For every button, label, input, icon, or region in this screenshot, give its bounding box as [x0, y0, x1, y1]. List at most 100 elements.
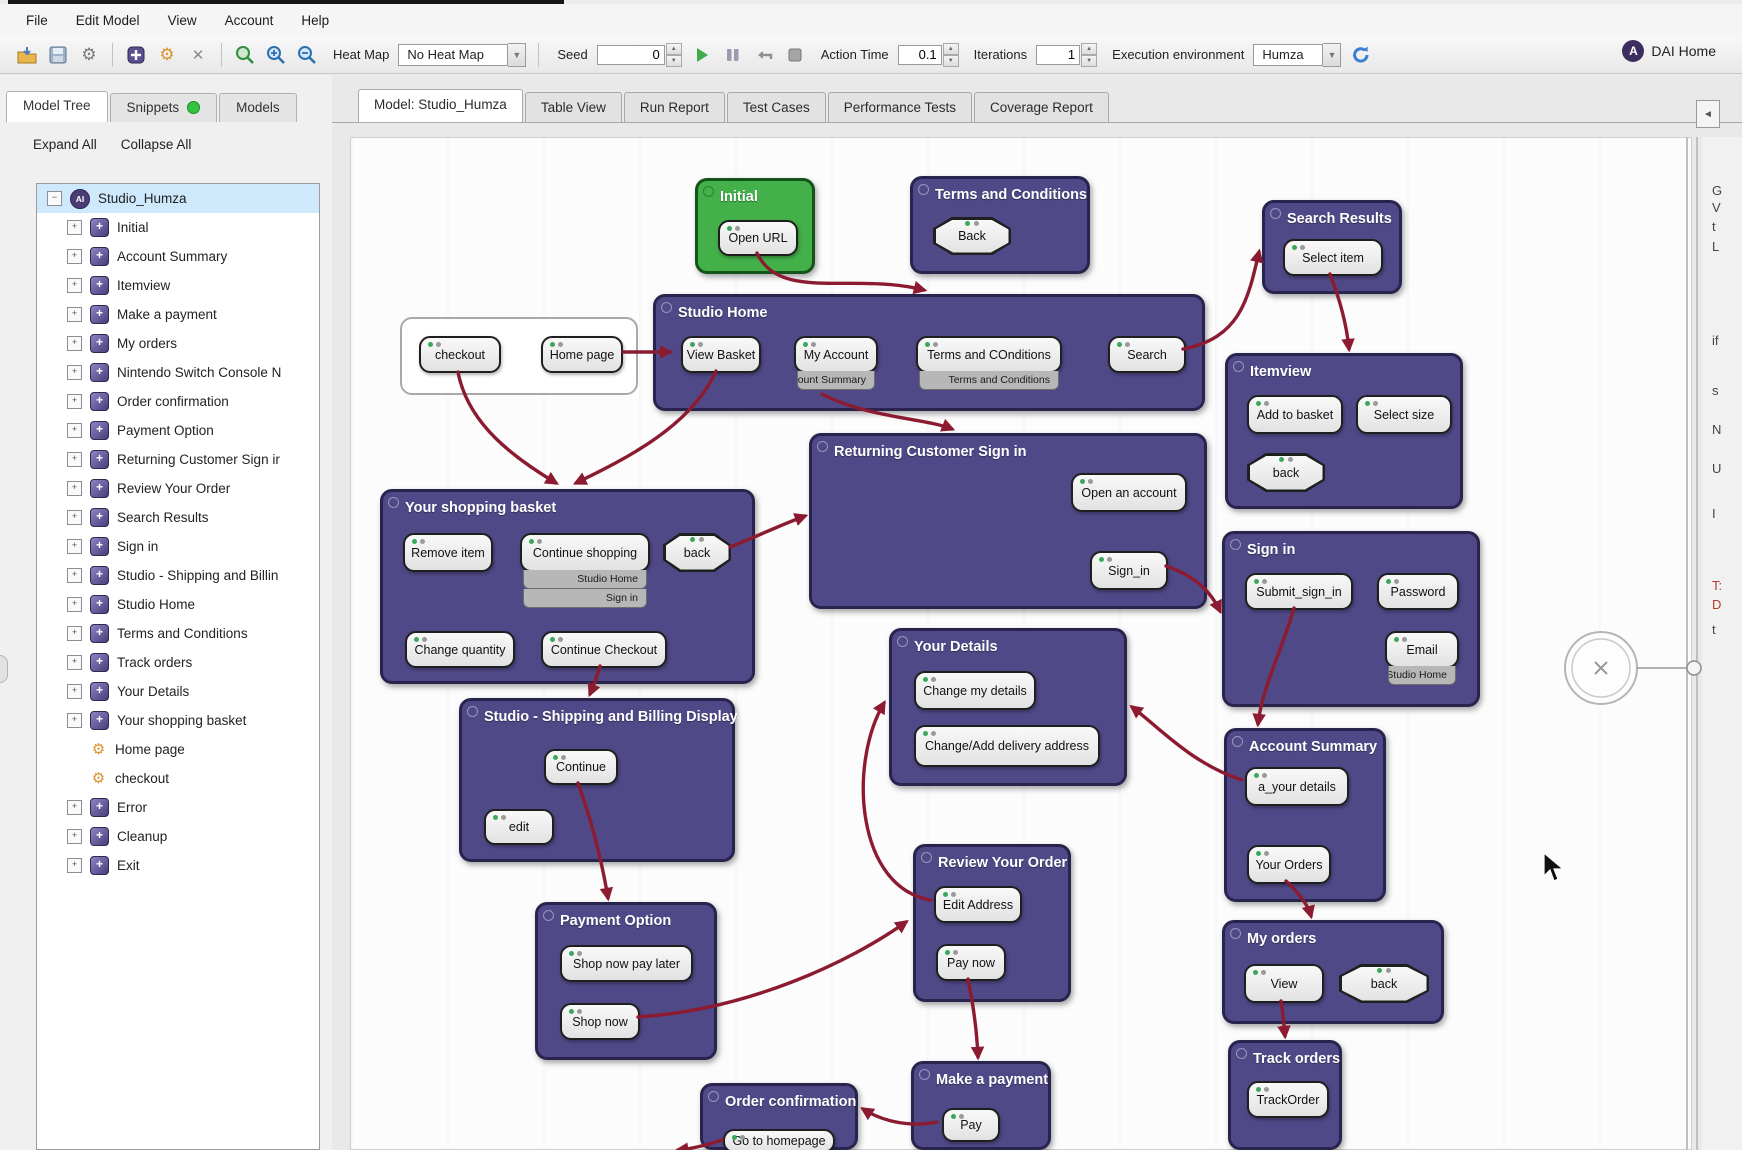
right-splitter[interactable] [1686, 137, 1698, 1150]
stop-icon[interactable] [784, 44, 806, 66]
menu-file[interactable]: File [26, 12, 48, 28]
action-time-stepper[interactable]: ▲▼ [897, 42, 959, 67]
tree-expand-toggle[interactable]: + [67, 829, 82, 844]
action-add-to-basket-button[interactable]: Add to basket [1247, 395, 1343, 434]
refresh-icon[interactable] [1350, 44, 1372, 66]
tree-item-search-results[interactable]: ++Search Results [37, 503, 319, 532]
tree-item-review-your-order[interactable]: ++Review Your Order [37, 474, 319, 503]
tab-table-view[interactable]: Table View [524, 92, 622, 122]
tree-collapse-toggle[interactable]: − [47, 191, 62, 206]
tree-expand-toggle[interactable]: + [67, 800, 82, 815]
spin-up-icon[interactable]: ▲ [1081, 42, 1098, 55]
action-search-button[interactable]: Search [1108, 336, 1186, 373]
action-open-url-button[interactable]: Open URL [718, 220, 798, 256]
action-select-item-button[interactable]: Select item [1283, 239, 1383, 276]
iterations-input[interactable] [1036, 44, 1081, 65]
menu-view[interactable]: View [167, 12, 197, 28]
tree-expand-toggle[interactable]: + [67, 713, 82, 728]
action-change-quantity-button[interactable]: Change quantity [405, 631, 515, 668]
tree-expand-toggle[interactable]: + [67, 655, 82, 670]
tab-coverage-report[interactable]: Coverage Report [974, 92, 1109, 122]
tree-item-home-page[interactable]: +⚙Home page [37, 735, 319, 764]
seed-input[interactable] [596, 44, 665, 65]
tree-item-checkout[interactable]: +⚙checkout [37, 764, 319, 793]
tree-item-cleanup[interactable]: ++Cleanup [37, 822, 319, 851]
tree-item-track-orders[interactable]: ++Track orders [37, 648, 319, 677]
heat-map-select[interactable]: No Heat Map ▼ [398, 42, 527, 67]
menu-account[interactable]: Account [224, 12, 274, 28]
snippet-gear-icon[interactable]: ⚙ [159, 44, 175, 64]
action-time-input[interactable] [897, 44, 942, 65]
spin-up-icon[interactable]: ▲ [942, 42, 959, 55]
tree-item-studio-home[interactable]: ++Studio Home [37, 590, 319, 619]
action-change-my-details-button[interactable]: Change my details [914, 671, 1036, 710]
action-email-button[interactable]: Email [1385, 631, 1459, 668]
tree-expand-toggle[interactable]: + [67, 278, 82, 293]
step-back-icon[interactable] [753, 44, 775, 66]
iterations-stepper[interactable]: ▲▼ [1036, 42, 1098, 67]
action-select-size-button[interactable]: Select size [1356, 395, 1452, 434]
save-icon[interactable] [47, 44, 69, 66]
tree-item-your-details[interactable]: ++Your Details [37, 677, 319, 706]
spin-down-icon[interactable]: ▼ [1081, 54, 1098, 67]
tree-item-terms-and-conditions[interactable]: ++Terms and Conditions [37, 619, 319, 648]
panel-collapse-button[interactable]: ◄ [1696, 100, 1720, 128]
left-panel-notch[interactable] [0, 655, 8, 683]
action-trackorder-button[interactable]: TrackOrder [1247, 1081, 1329, 1118]
action-view-button[interactable]: View [1244, 964, 1324, 1003]
sidebar-tab-model-tree[interactable]: Model Tree [6, 91, 108, 122]
spin-down-icon[interactable]: ▼ [942, 54, 959, 67]
import-icon[interactable] [16, 44, 38, 66]
tree-item-nintendo-switch-console-n[interactable]: ++Nintendo Switch Console N [37, 358, 319, 387]
tree-expand-toggle[interactable]: + [67, 597, 82, 612]
spin-up-icon[interactable]: ▲ [665, 42, 682, 55]
tree-expand-toggle[interactable]: + [67, 249, 82, 264]
menu-help[interactable]: Help [301, 12, 330, 28]
tree-item-studio-shipping-and-billin[interactable]: ++Studio - Shipping and Billin [37, 561, 319, 590]
tab-performance-tests[interactable]: Performance Tests [827, 92, 973, 122]
action-back-octagon[interactable]: Back [933, 217, 1011, 255]
chevron-down-icon[interactable]: ▼ [508, 42, 527, 67]
action-edit-button[interactable]: edit [484, 809, 554, 845]
tree-expand-toggle[interactable]: + [67, 858, 82, 873]
action-continue-shopping-button[interactable]: Continue shopping [520, 533, 650, 572]
tree-item-your-shopping-basket[interactable]: ++Your shopping basket [37, 706, 319, 735]
tree-item-order-confirmation[interactable]: ++Order confirmation [37, 387, 319, 416]
action-shop-now-button[interactable]: Shop now [560, 1003, 640, 1040]
settings-gear-icon[interactable]: ⚙ [81, 44, 97, 64]
zoom-fit-icon[interactable] [234, 44, 256, 66]
action-view-basket-button[interactable]: View Basket [681, 336, 761, 373]
pause-icon[interactable] [722, 44, 744, 66]
tree-expand-toggle[interactable]: + [67, 423, 82, 438]
tree-expand-toggle[interactable]: + [67, 336, 82, 351]
tree-expand-toggle[interactable]: + [67, 220, 82, 235]
tree-item-exit[interactable]: ++Exit [37, 851, 319, 880]
menu-edit-model[interactable]: Edit Model [75, 12, 140, 28]
action-password-button[interactable]: Password [1377, 573, 1459, 610]
action-pay-button[interactable]: Pay [942, 1108, 1000, 1142]
tree-item-payment-option[interactable]: ++Payment Option [37, 416, 319, 445]
zoom-out-icon[interactable] [296, 44, 318, 66]
execution-environment-select[interactable]: Humza ▼ [1253, 42, 1342, 67]
action-sign-in-button[interactable]: Sign_in [1090, 551, 1168, 590]
tree-expand-toggle[interactable]: + [67, 452, 82, 467]
tree-item-account-summary[interactable]: ++Account Summary [37, 242, 319, 271]
tree-expand-toggle[interactable]: + [67, 365, 82, 380]
add-state-icon[interactable] [125, 44, 147, 66]
tab-test-cases[interactable]: Test Cases [726, 92, 826, 122]
action-go-to-homepage-button[interactable]: Go to homepage [723, 1129, 835, 1150]
action-edit-address-button[interactable]: Edit Address [934, 886, 1022, 923]
action-terms-and-conditions-button[interactable]: Terms and COnditions [916, 336, 1062, 373]
action-continue-button[interactable]: Continue [544, 749, 618, 785]
tree-item-returning-customer-sign-ir[interactable]: ++Returning Customer Sign ir [37, 445, 319, 474]
sidebar-tab-models[interactable]: Models [219, 93, 297, 122]
